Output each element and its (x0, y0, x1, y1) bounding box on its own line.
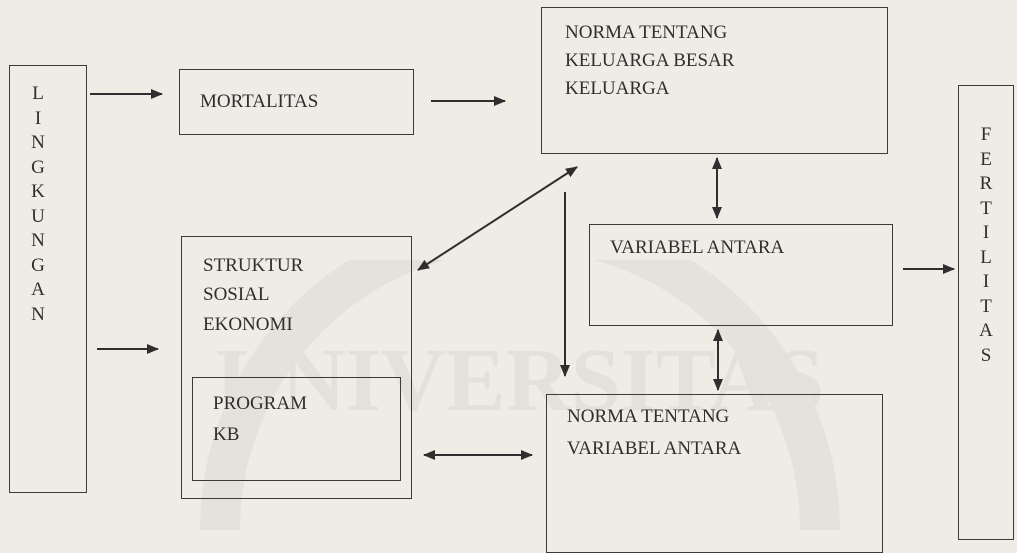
lingkungan-box (9, 65, 87, 493)
fertilitas-letter-7: T (980, 295, 992, 317)
fertilitas-letter-9: S (980, 344, 992, 366)
fertilitas-letter-2: R (979, 173, 993, 194)
mortalitas-box (179, 69, 414, 135)
lingkungan-letter-8: A (31, 279, 45, 300)
struktur-line-1: STRUKTUR (203, 255, 304, 276)
variabel-antara-box (589, 224, 893, 326)
norma-keluarga-line-3: KELUARGA (565, 78, 670, 99)
fertilitas-letter-8: A (979, 320, 993, 341)
norma-variabel-line-2: VARIABEL ANTARA (567, 438, 742, 459)
fertilitas-letter-4: I (982, 222, 990, 243)
lingkungan-letter-5: U (31, 205, 45, 227)
fertilitas-box (958, 85, 1014, 540)
fertilitas-letter-0: F (980, 124, 992, 145)
struktur-line-2: SOSIAL (203, 284, 270, 305)
lingkungan-letter-3: G (31, 156, 45, 178)
struktur-sosial-box (181, 236, 412, 499)
norma-keluarga-line-2: KELUARGA BESAR (565, 50, 735, 71)
lingkungan-letter-9: N (31, 303, 45, 325)
variabel-antara-label: VARIABEL ANTARA (610, 237, 785, 258)
lingkungan-letter-1: I (34, 107, 42, 129)
program-kb-line-2: KB (213, 424, 240, 445)
lingkungan-letter-0: L (32, 83, 44, 104)
lingkungan-letter-6: N (31, 230, 45, 251)
fertilitas-letter-6: I (982, 271, 990, 292)
program-kb-line-1: PROGRAM (213, 393, 307, 414)
norma-variabel-line-1: NORMA TENTANG (567, 406, 730, 427)
mortalitas-label: MORTALITAS (200, 91, 319, 112)
norma-keluarga-box (541, 7, 888, 154)
lingkungan-letter-7: G (31, 254, 45, 276)
struktur-line-3: EKONOMI (203, 314, 293, 335)
fertilitas-letter-3: T (980, 197, 992, 219)
lingkungan-letter-2: N (31, 132, 45, 153)
fertilitas-letter-5: L (980, 246, 992, 268)
lingkungan-letter-4: K (31, 181, 45, 202)
program-kb-box (192, 377, 401, 481)
arrow-struktur-norma-keluarga (417, 166, 578, 271)
fertilitas-letter-1: E (980, 148, 992, 170)
norma-keluarga-line-1: NORMA TENTANG (565, 22, 728, 43)
